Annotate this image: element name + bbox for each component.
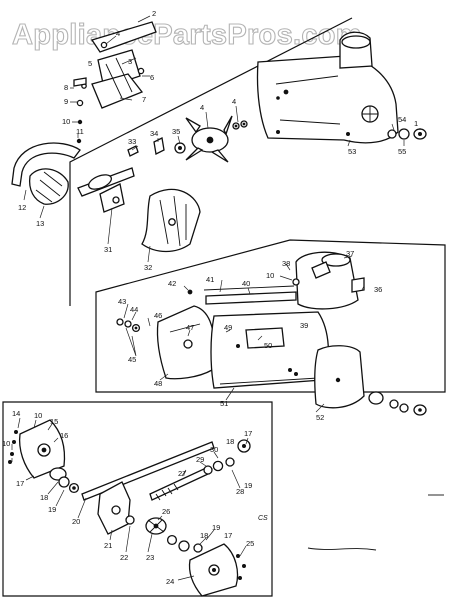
callout-label: 23 [146,553,154,562]
worm-shaft [81,441,215,501]
callout-label: 28 [236,487,244,496]
impeller-ring [11,142,81,205]
callout-label: 49 [224,323,232,332]
callout-label: 22 [120,553,128,562]
callout-label: 18 [226,437,234,446]
section-tag: CS [258,515,268,522]
callout-label: 17 [16,479,24,488]
callout-label: 34 [150,129,158,138]
left-bearing-set [49,467,80,494]
callout-label: 4 [200,103,204,112]
callout-label: 6 [150,73,154,82]
callout-label: 8 [64,83,68,92]
callout-label: 52 [316,413,324,422]
callout-label: 19 [244,481,252,490]
washers-upper [232,120,248,130]
callout-label: 17 [224,531,232,540]
callout-label: 36 [374,285,382,294]
leader-lines-middle [123,255,365,413]
bottom-gear-housing [188,543,246,597]
callout-label: 37 [346,249,354,258]
callout-label: 10 [62,117,70,126]
callout-label: 40 [242,279,250,288]
callout-label: 53 [348,147,356,156]
right-bearing-set [203,439,251,475]
callout-label: 30 [210,445,218,454]
callout-label: 35 [172,127,180,136]
impeller [185,115,233,163]
leader-lines-upper [23,15,421,263]
callout-label: 12 [18,203,26,212]
callout-label: 50 [264,341,272,350]
callout-label: 27 [178,469,186,478]
callout-label: 20 [72,517,80,526]
auger-trough [210,311,330,389]
impeller-paddle [141,188,201,253]
callout-label: 5 [88,59,92,68]
callout-label: 26 [162,507,170,516]
callout-label: 39 [300,321,308,330]
callout-label: 38 [282,259,290,268]
callout-label: 9 [64,97,68,106]
callout-label: 7 [142,95,146,104]
callout-label: 45 [128,355,136,364]
watermark: AppliancePartsPros.com [12,19,362,51]
callout-label: 33 [128,137,136,146]
callout-label: 51 [220,399,228,408]
left-side-panel [156,305,215,380]
callout-label: 19 [212,523,220,532]
lower-section-frame [2,401,273,597]
right-side-panel [314,345,365,409]
left-gear-housing [7,419,66,479]
callout-label: 17 [244,429,252,438]
callout-label: 55 [398,147,406,156]
callout-label: 31 [104,245,112,254]
callout-label: 4 [116,29,120,38]
auger-shaft [77,167,135,213]
chute-bracket-assembly [73,21,157,144]
callout-label: 16 [60,431,68,440]
callout-label: 25 [246,539,254,548]
callout-label: 43 [118,297,126,306]
callout-label: 47 [186,323,194,332]
leader-lines-lower [11,417,249,581]
callout-label: 24 [166,577,174,586]
callout-label: 10 [266,271,274,280]
callout-label: 15 [50,417,58,426]
bearing-stack-middle [368,391,427,416]
callout-label: 10 [34,411,42,420]
lower-bearing-set [166,534,203,553]
callout-label: 19 [48,505,56,514]
callout-label: 48 [154,379,162,388]
callout-label: 1 [414,119,418,128]
callout-label: 32 [144,263,152,272]
callout-label: 3 [128,57,132,66]
worm-gear [145,517,167,535]
bearing-hardware [387,128,427,140]
callout-label: 4 [232,97,236,106]
auger-housing [256,31,399,144]
callout-label: 18 [40,493,48,502]
callout-label: 2 [152,9,156,18]
callout-label: 46 [154,311,162,320]
scraper-rail [203,285,297,305]
scribble-mark [307,547,377,551]
callout-label: 10 [2,439,10,448]
gear-case [97,481,135,535]
small-hardware-upper [127,137,186,157]
callout-label: 44 [130,305,138,314]
discharge-chute [292,251,365,310]
middle-section-frame [95,239,446,393]
callout-label: 21 [104,541,112,550]
callout-label: 18 [200,531,208,540]
callout-label: 13 [36,219,44,228]
callout-label: 11 [76,127,84,136]
callout-label: 41 [206,275,214,284]
callout-label: 54 [398,115,406,124]
callout-label: 29 [196,455,204,464]
callout-label: 42 [168,279,176,288]
callout-label: 14 [12,409,20,418]
callout-labels: 2 3 4 5 6 7 8 9 10 11 12 13 31 32 33 34 … [2,9,418,586]
